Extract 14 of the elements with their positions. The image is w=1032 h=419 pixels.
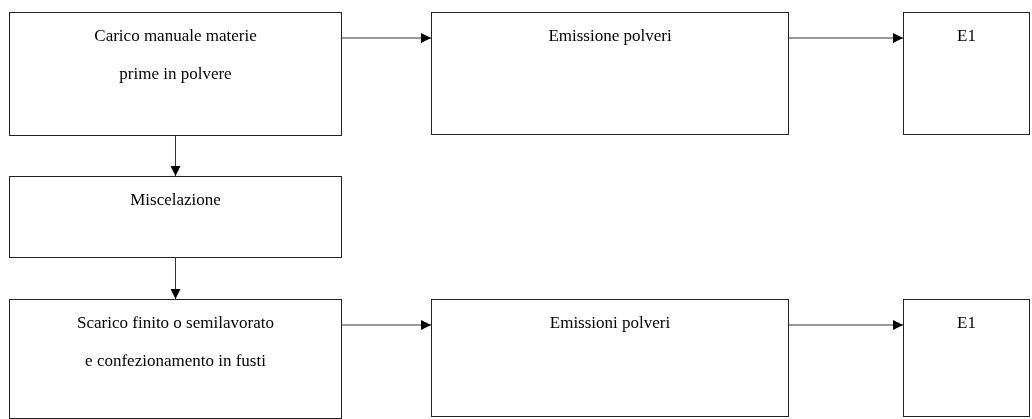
box-text: Scarico finito o semilavorato e confezionamento in fusti [76, 312, 275, 372]
process-box [903, 299, 1030, 417]
box-text: Miscelazione [130, 189, 221, 211]
process-box [9, 12, 342, 136]
process-box [903, 12, 1030, 135]
box-text: Emissioni polveri [549, 312, 671, 334]
box-text: E1 [957, 312, 976, 334]
box-text: E1 [957, 25, 976, 47]
process-box [431, 299, 789, 417]
box-text: Emissione polveri [548, 25, 672, 47]
process-box [431, 12, 789, 135]
process-box [9, 176, 342, 258]
box-text: Carico manuale materie prime in polvere [93, 25, 258, 85]
process-box [9, 299, 342, 419]
